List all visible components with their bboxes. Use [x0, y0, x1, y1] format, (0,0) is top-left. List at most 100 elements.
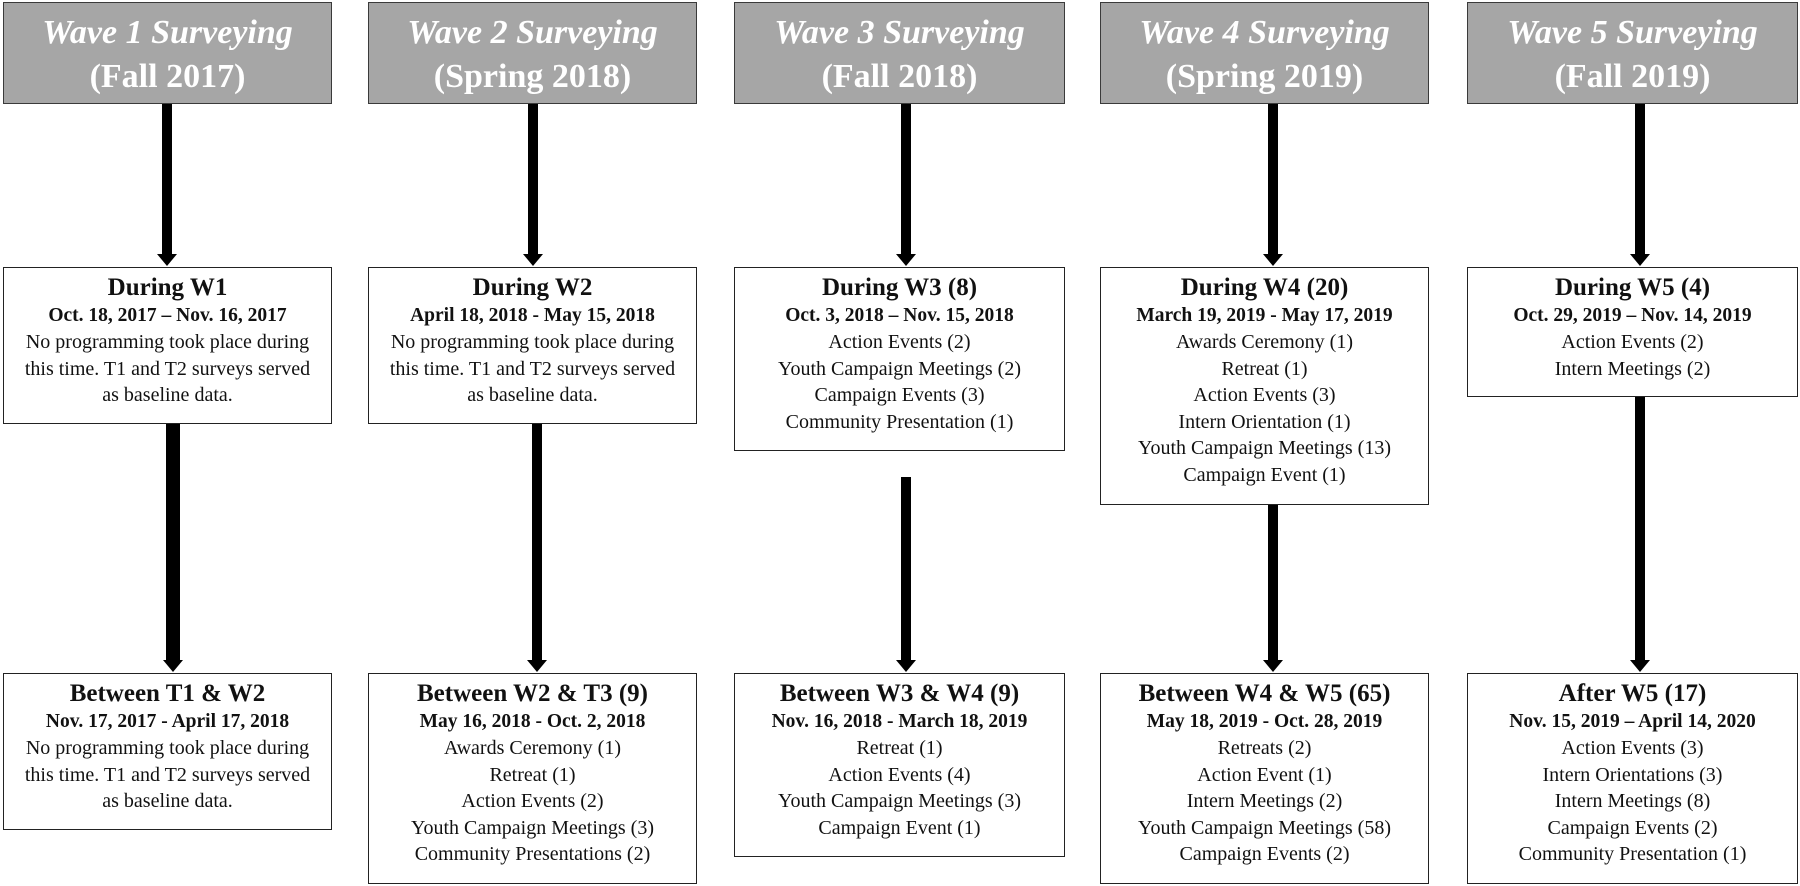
arrow-head — [157, 254, 177, 266]
down-arrow — [1630, 104, 1650, 266]
activity-line: Youth Campaign Meetings (58) — [1138, 816, 1391, 839]
arrow-shaft — [1268, 104, 1278, 255]
activity-line: Action Events (3) — [1193, 384, 1336, 406]
activity-line: Campaign Events (3) — [814, 384, 985, 406]
activity-line: this time. T1 and T2 surveys served — [24, 763, 311, 786]
during-wave-box: During W4 (20) March 19, 2019 - May 17, 2… — [1100, 267, 1429, 505]
period-title: After W5 (17) — [1558, 680, 1707, 707]
activity-line: No programming took place during — [25, 737, 310, 759]
period-dates: Nov. 17, 2017 - April 17, 2018 — [45, 711, 290, 732]
activity-line: Action Events (2) — [461, 790, 604, 812]
arrow-shaft — [901, 477, 911, 661]
wave-title: Wave 3 Surveying — [774, 14, 1025, 51]
arrow-shaft — [528, 104, 538, 255]
down-arrow — [1263, 505, 1283, 672]
activity-line: Campaign Events (2) — [1547, 816, 1718, 839]
arrow-head — [896, 254, 916, 266]
wave-term: (Fall 2017) — [89, 58, 246, 95]
activity-line: as baseline data. — [102, 790, 233, 812]
activity-line: Community Presentation (1) — [1518, 843, 1747, 865]
period-title: During W3 (8) — [821, 274, 978, 301]
wave-title: Wave 1 Surveying — [42, 14, 293, 51]
activity-line: Action Events (3) — [1561, 737, 1704, 759]
activity-line: this time. T1 and T2 surveys served — [24, 357, 311, 380]
between-wave-box: Between W2 & T3 (9) May 16, 2018 - Oct. 2… — [368, 673, 697, 884]
arrow-head — [523, 254, 543, 266]
arrow-shaft — [1268, 505, 1278, 661]
activity-line: Intern Meetings (2) — [1186, 790, 1343, 812]
activity-line: Retreats (2) — [1217, 737, 1312, 759]
arrow-shaft — [1635, 397, 1645, 661]
activity-line: Intern Orientation (1) — [1178, 410, 1351, 433]
activity-line: No programming took place during — [25, 331, 310, 353]
down-arrow — [527, 424, 547, 672]
activity-line: Action Events (4) — [828, 763, 971, 786]
period-dates: April 18, 2018 - May 15, 2018 — [410, 305, 655, 326]
arrow-head — [1263, 660, 1283, 672]
period-title: Between W3 & W4 (9) — [779, 680, 1020, 707]
arrow-shaft — [166, 424, 180, 661]
arrow-shaft — [532, 424, 542, 661]
down-arrow — [1630, 397, 1650, 672]
period-title: During W4 (20) — [1180, 274, 1349, 301]
wave-header: Wave 3 Surveying (Fall 2018) — [734, 2, 1065, 104]
wave-term: (Spring 2019) — [1165, 58, 1364, 95]
wave-term: (Fall 2019) — [1554, 58, 1711, 95]
arrow-head — [1630, 254, 1650, 266]
activity-line: Intern Meetings (8) — [1554, 790, 1711, 812]
arrow-shaft — [901, 104, 911, 255]
wave-term: (Spring 2018) — [433, 58, 632, 95]
period-title: Between T1 & W2 — [69, 680, 266, 707]
activity-line: Action Events (2) — [1561, 331, 1704, 353]
period-title: Between W4 & W5 (65) — [1138, 680, 1391, 707]
between-wave-box: Between W4 & W5 (65) May 18, 2019 - Oct. … — [1100, 673, 1429, 884]
activity-line: Intern Meetings (2) — [1554, 357, 1711, 380]
activity-line: Action Events (2) — [828, 331, 971, 353]
arrow-head — [896, 660, 916, 672]
activity-line: Campaign Events (2) — [1179, 843, 1350, 865]
down-arrow — [1263, 104, 1283, 266]
activity-line: this time. T1 and T2 surveys served — [389, 357, 676, 380]
down-arrow — [896, 104, 916, 266]
wave-header: Wave 1 Surveying (Fall 2017) — [3, 2, 332, 104]
period-dates: Nov. 15, 2019 – April 14, 2020 — [1509, 711, 1756, 732]
period-title: During W2 — [472, 274, 593, 301]
activity-line: Campaign Event (1) — [818, 816, 981, 839]
activity-line: Community Presentation (1) — [785, 410, 1014, 433]
between-wave-box: Between W3 & W4 (9) Nov. 16, 2018 - March… — [734, 673, 1065, 857]
activity-line: as baseline data. — [102, 384, 233, 406]
wave-title: Wave 5 Surveying — [1507, 14, 1758, 51]
between-wave-box: After W5 (17) Nov. 15, 2019 – April 14, 2… — [1467, 673, 1798, 884]
activity-line: Retreat (1) — [489, 763, 576, 786]
wave-header: Wave 2 Surveying (Spring 2018) — [368, 2, 697, 104]
period-dates: March 19, 2019 - May 17, 2019 — [1136, 305, 1393, 326]
down-arrow — [523, 104, 543, 266]
down-arrow — [163, 424, 183, 672]
activity-line: Action Event (1) — [1197, 763, 1332, 786]
period-title: During W1 — [107, 274, 228, 301]
activity-line: Youth Campaign Meetings (13) — [1138, 437, 1391, 459]
activity-line: Campaign Event (1) — [1183, 463, 1346, 486]
down-arrow — [896, 477, 916, 672]
activity-line: Community Presentations (2) — [414, 843, 651, 865]
arrow-shaft — [1635, 104, 1645, 255]
period-title: Between W2 & T3 (9) — [417, 680, 648, 707]
wave-title: Wave 2 Surveying — [407, 14, 658, 51]
period-title: During W5 (4) — [1554, 274, 1711, 301]
period-dates: Nov. 16, 2018 - March 18, 2019 — [771, 711, 1028, 732]
wave-term: (Fall 2018) — [821, 58, 978, 95]
wave-header: Wave 4 Surveying(Spring 2019) — [1100, 2, 1429, 104]
activity-line: Awards Ceremony (1) — [443, 737, 621, 759]
period-dates: May 18, 2019 - Oct. 28, 2019 — [1146, 711, 1383, 732]
period-dates: May 16, 2018 - Oct. 2, 2018 — [419, 711, 646, 732]
arrow-head — [163, 660, 183, 672]
arrow-head — [1263, 254, 1283, 266]
arrow-head — [1630, 660, 1650, 672]
period-dates: Oct. 29, 2019 – Nov. 14, 2019 — [1513, 305, 1752, 326]
between-wave-box: Between T1 & W2 Nov. 17, 2017 - April 17,… — [3, 673, 332, 830]
down-arrow — [157, 104, 177, 266]
during-wave-box: During W5 (4) Oct. 29, 2019 – Nov. 14, 20… — [1467, 267, 1798, 397]
activity-line: Youth Campaign Meetings (2) — [778, 357, 1021, 380]
